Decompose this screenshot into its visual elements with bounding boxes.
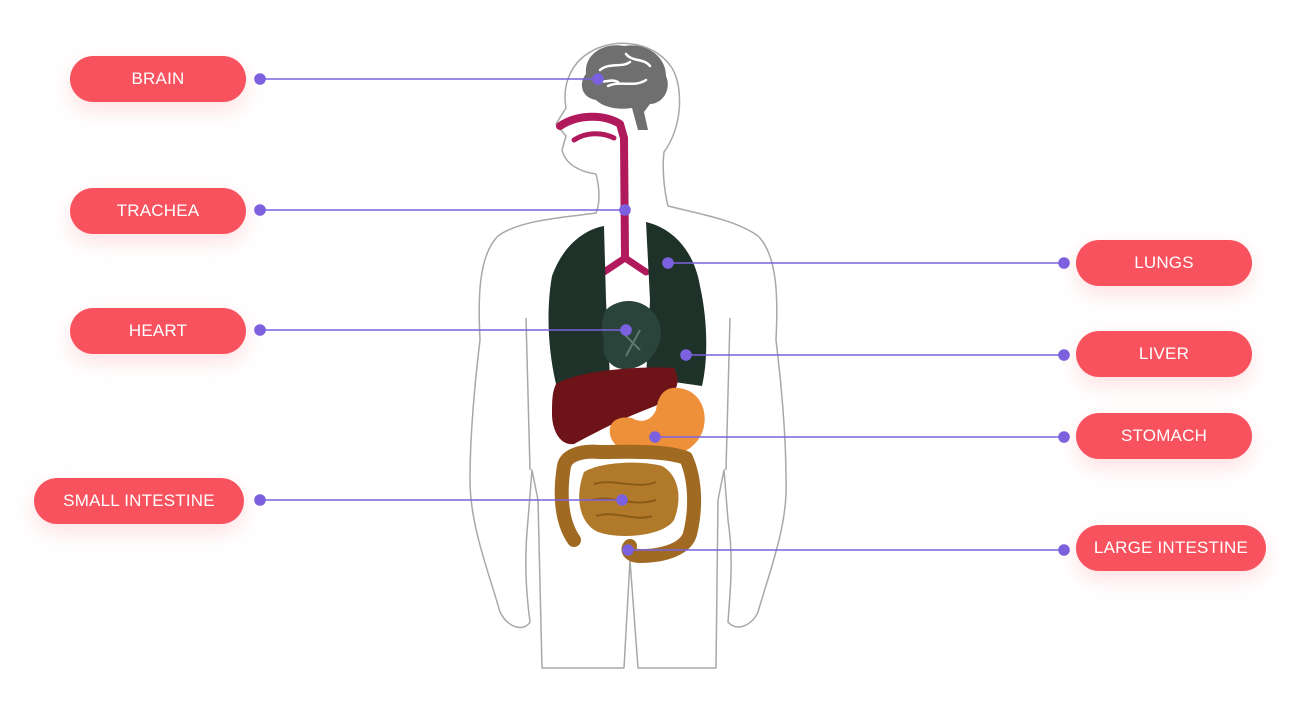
large-intestine-label[interactable]: LARGE INTESTINE bbox=[1076, 525, 1266, 571]
small-intestine-icon bbox=[579, 462, 679, 536]
lungs-dot-icon bbox=[662, 257, 674, 269]
lungs-label-text: LUNGS bbox=[1134, 253, 1194, 272]
brain-dot-icon bbox=[254, 73, 266, 85]
small-intestine-label-text: SMALL INTESTINE bbox=[63, 491, 215, 510]
stomach-icon bbox=[609, 387, 705, 459]
liver-label[interactable]: LIVER bbox=[1076, 331, 1252, 377]
stomach-dot-icon bbox=[649, 431, 661, 443]
trachea-dot-icon bbox=[619, 204, 631, 216]
brain-icon bbox=[581, 45, 668, 130]
stomach-label[interactable]: STOMACH bbox=[1076, 413, 1252, 459]
liver-dot-icon bbox=[680, 349, 692, 361]
small-intestine-dot-icon bbox=[616, 494, 628, 506]
heart-label-text: HEART bbox=[128, 321, 188, 340]
stomach-label-text: STOMACH bbox=[1120, 426, 1208, 445]
small-intestine-dot-icon bbox=[254, 494, 266, 506]
lungs-dot-icon bbox=[1058, 257, 1070, 269]
heart-label[interactable]: HEART bbox=[70, 308, 246, 354]
large-intestine-icon bbox=[554, 444, 702, 563]
heart-dot-icon bbox=[254, 324, 266, 336]
leader-lines bbox=[254, 73, 1070, 556]
large-intestine-label-text: LARGE INTESTINE bbox=[1093, 538, 1249, 557]
large-intestine-dot-icon bbox=[1058, 544, 1070, 556]
lungs-label[interactable]: LUNGS bbox=[1076, 240, 1252, 286]
trachea-label-text: TRACHEA bbox=[116, 201, 200, 220]
brain-dot-icon bbox=[592, 73, 604, 85]
brain-label[interactable]: BRAIN bbox=[70, 56, 246, 102]
trachea-dot-icon bbox=[254, 204, 266, 216]
trachea-label[interactable]: TRACHEA bbox=[70, 188, 246, 234]
trachea-icon bbox=[556, 112, 650, 276]
large-intestine-dot-icon bbox=[622, 544, 634, 556]
stomach-dot-icon bbox=[1058, 431, 1070, 443]
small-intestine-label[interactable]: SMALL INTESTINE bbox=[34, 478, 244, 524]
brain-label-text: BRAIN bbox=[131, 69, 185, 88]
body-outline bbox=[469, 42, 787, 669]
heart-dot-icon bbox=[620, 324, 632, 336]
liver-label-text: LIVER bbox=[1138, 344, 1190, 363]
liver-dot-icon bbox=[1058, 349, 1070, 361]
liver-icon bbox=[552, 367, 678, 445]
